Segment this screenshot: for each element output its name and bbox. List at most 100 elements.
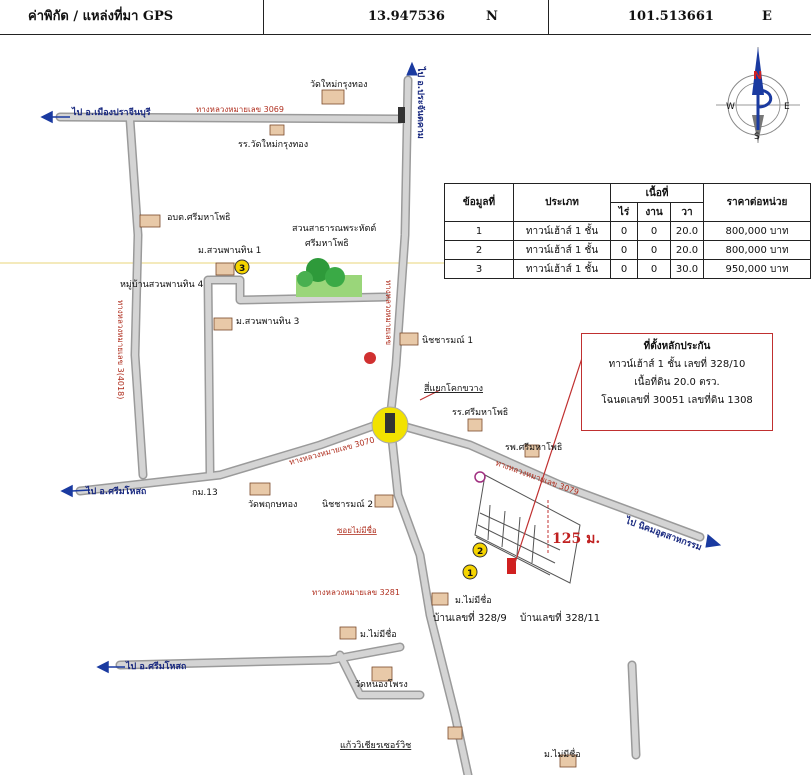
label-park-2: ศรีมหาโพธิ bbox=[305, 238, 349, 249]
table-cell: ทาวน์เฮ้าส์ 1 ชั้น bbox=[513, 259, 611, 279]
label-nichakarn-2: นิชชารมณ์ 2 bbox=[322, 498, 373, 510]
townhouse-block bbox=[474, 474, 581, 584]
label-to-north: ไป อ.ประจันตคาม bbox=[415, 66, 427, 139]
school-icon bbox=[467, 418, 483, 432]
table-header: ประเภท bbox=[513, 183, 611, 222]
label-village-4: หมู่บ้านสวนพานทิน 4 bbox=[120, 279, 204, 290]
table-cell: 0 bbox=[637, 221, 671, 241]
divider bbox=[548, 0, 549, 34]
label-temple-phukhunthong: วัดพฤกษทอง bbox=[248, 500, 297, 510]
table-cell: 950,000 บาท bbox=[703, 259, 811, 279]
table-cell: 800,000 บาท bbox=[703, 240, 811, 260]
compass-icon: N S E W bbox=[716, 47, 800, 143]
label-distance: 125 ม. bbox=[552, 531, 600, 547]
longitude-value: 101.513661 bbox=[628, 9, 714, 24]
marker-1-icon bbox=[462, 564, 478, 580]
table-row: 2 ทาวน์เฮ้าส์ 1 ชั้น 0 0 20.0 800,000 บา… bbox=[444, 240, 811, 260]
label-park: สวนสาธารณพระหัตต์ bbox=[292, 222, 376, 234]
callout-pointer bbox=[514, 354, 584, 564]
village-icon bbox=[215, 262, 235, 276]
traffic-light-icon bbox=[398, 107, 405, 123]
table-cell: 20.0 bbox=[670, 221, 704, 241]
label-school-srimahapho: รร.ศรีมหาโพธิ bbox=[452, 407, 508, 418]
marker-2-label: 2 bbox=[477, 547, 483, 557]
callout-line: ทาวน์เฮ้าส์ 1 ชั้น เลขที่ 328/10 bbox=[608, 359, 746, 370]
label-road-3281: ทางหลวงหมายเลข 3281 bbox=[312, 588, 400, 597]
office-icon bbox=[139, 214, 161, 228]
village-icon bbox=[431, 592, 449, 606]
latitude-direction: N bbox=[486, 9, 498, 24]
table-header: ราคาต่อหน่วย bbox=[703, 183, 811, 222]
table-row: 1 ทาวน์เฮ้าส์ 1 ชั้น 0 0 20.0 800,000 บา… bbox=[444, 221, 811, 241]
label-house-328-11: บ้านเลขที่ 328/11 bbox=[520, 610, 600, 624]
arrow-left-icon bbox=[40, 110, 70, 124]
label-temple-nongphrong: วัดหนองโพรง bbox=[355, 679, 408, 690]
label-kaewwichian: แก้ววิเชียรเซอร์วิช bbox=[340, 739, 411, 751]
location-map: 3 2 1 ไป อ.เมืองปราจีนบุรี ทางหลวงหมายเล… bbox=[0, 47, 811, 775]
table-cell: 20.0 bbox=[670, 240, 704, 260]
marker-3-icon bbox=[234, 259, 250, 275]
table-subheader: ไร่ bbox=[610, 202, 638, 222]
table-cell: 0 bbox=[610, 240, 638, 260]
table-cell: 2 bbox=[444, 240, 514, 260]
label-school-mai-krungthong: รร.วัดใหม่กรุงทอง bbox=[238, 139, 308, 150]
hospital-icon bbox=[524, 444, 540, 458]
longitude-direction: E bbox=[762, 9, 772, 24]
comparison-table: ข้อมูลที่ ประเภท เนื้อที่ ราคาต่อหน่วย ไ… bbox=[444, 183, 811, 279]
compass-w-label: W bbox=[726, 102, 735, 112]
label-to-prachinburi: ไป อ.เมืองปราจีนบุรี bbox=[71, 106, 151, 118]
label-temple-mai-krungthong: วัดใหม่กรุงทอง bbox=[310, 79, 368, 90]
village-icon bbox=[559, 754, 577, 768]
village-icon bbox=[339, 626, 357, 640]
traffic-light-icon bbox=[385, 413, 395, 433]
condo-icon bbox=[399, 332, 419, 346]
label-road-3069: ทางหลวงหมายเลข 3069 bbox=[196, 105, 284, 114]
marker-1-label: 1 bbox=[467, 569, 473, 579]
arrow-left-icon bbox=[60, 484, 91, 498]
table-row: 3 ทาวน์เฮ้าส์ 1 ชั้น 0 0 30.0 950,000 บา… bbox=[444, 259, 811, 279]
school-icon bbox=[269, 124, 285, 136]
table-header: ข้อมูลที่ bbox=[444, 183, 514, 222]
table-cell: ทาวน์เฮ้าส์ 1 ชั้น bbox=[513, 240, 611, 260]
table-cell: ทาวน์เฮ้าส์ 1 ชั้น bbox=[513, 221, 611, 241]
divider bbox=[263, 0, 264, 34]
label-moo-noname-2: ม.ไม่มีชื่อ bbox=[360, 627, 397, 640]
latitude-value: 13.947536 bbox=[368, 9, 445, 24]
label-moo-noname-1: ม.ไม่มีชื่อ bbox=[455, 593, 492, 606]
table-subheader: งาน bbox=[637, 202, 671, 222]
table-cell: 3 bbox=[444, 259, 514, 279]
shop-icon bbox=[447, 726, 463, 740]
marker-2-icon bbox=[472, 542, 488, 558]
compass-e-label: E bbox=[784, 102, 790, 112]
table-cell: 800,000 บาท bbox=[703, 221, 811, 241]
label-to-srimahosot: ไป อ.ศรีมโหสถ bbox=[85, 485, 146, 497]
compass-n-label: N bbox=[753, 69, 762, 82]
callout-title: ที่ตั้งหลักประกัน bbox=[643, 341, 711, 352]
marker-3-label: 3 bbox=[239, 264, 245, 274]
temple-icon bbox=[321, 89, 345, 105]
village-icon bbox=[213, 317, 233, 331]
table-cell: 0 bbox=[610, 259, 638, 279]
label-moo-suanphan-3: ม.สวนพานทิน 3 bbox=[236, 316, 299, 327]
label-abt: อบต.ศรีมหาโพธิ bbox=[167, 212, 231, 223]
collateral-marker bbox=[507, 558, 516, 574]
gps-header: ค่าพิกัด / แหล่งที่มา GPS 13.947536 N 10… bbox=[0, 0, 811, 35]
table-cell: 0 bbox=[637, 240, 671, 260]
label-road-west-vertical: ทางหลวงหมายเลข 3(4018) bbox=[116, 300, 125, 399]
arrow-left-icon bbox=[96, 660, 125, 674]
label-moo-noname-3: ม.ไม่มีชื่อ bbox=[544, 747, 581, 760]
park-icon bbox=[296, 258, 362, 297]
label-hospital: รพ.ศรีมหาโพธิ bbox=[505, 442, 562, 453]
table-cell: 0 bbox=[637, 259, 671, 279]
temple-icon bbox=[249, 482, 271, 496]
gas-station-icon bbox=[364, 352, 376, 364]
hospital-symbol-icon bbox=[474, 471, 486, 483]
label-road-north-vertical: ทางหลวงหมายเลข bbox=[384, 280, 393, 345]
table-cell: 30.0 bbox=[670, 259, 704, 279]
temple-icon bbox=[371, 666, 393, 682]
arrow-right-icon bbox=[705, 534, 722, 548]
table-cell: 0 bbox=[610, 221, 638, 241]
callout-line: โฉนดเลขที่ 30051 เลขที่ดิน 1308 bbox=[601, 395, 753, 406]
label-soi-noname: ซอยไม่มีชื่อ bbox=[337, 524, 377, 535]
label-km13: กม.13 bbox=[192, 488, 218, 498]
